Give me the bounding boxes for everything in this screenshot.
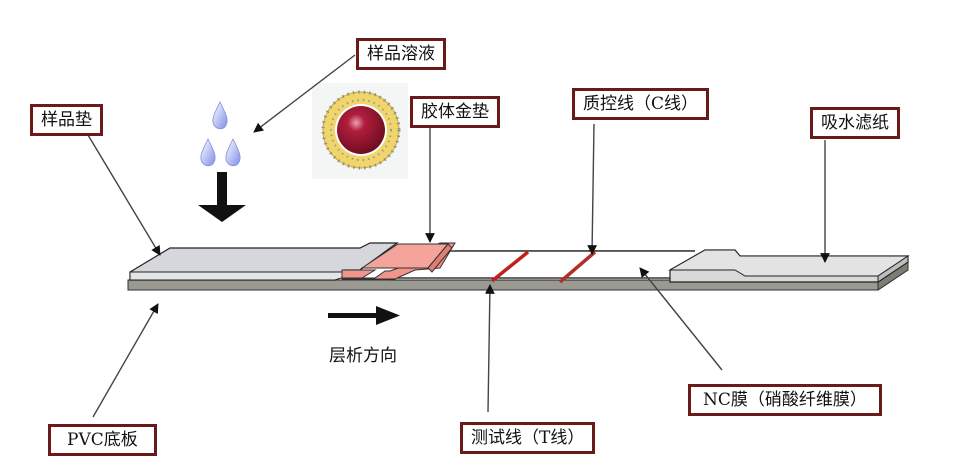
label-colloidal-gold-pad: 胶体金垫 (410, 96, 500, 128)
leader-control-line (587, 123, 598, 255)
droplet-icon (212, 101, 228, 130)
label-sample-pad: 样品垫 (30, 104, 103, 136)
leader-pvc-backing (92, 303, 159, 418)
colloidal-gold-pad (341, 242, 456, 280)
label-control-line: 质控线（C线） (572, 88, 710, 120)
droplet-icon (225, 138, 241, 167)
test-line-mark (490, 250, 530, 283)
control-line-mark (558, 250, 597, 284)
flow-direction-arrow-icon (328, 306, 400, 325)
down-arrow-icon (198, 172, 246, 222)
gold-nanoparticle-icon (312, 83, 408, 179)
droplet-icon (200, 138, 216, 167)
label-chromatography-direction: 层析方向 (329, 346, 397, 366)
leader-sample-solution (253, 54, 356, 133)
nc-membrane (389, 250, 707, 281)
label-sample-solution: 样品溶液 (356, 38, 446, 70)
leader-test-line (484, 284, 495, 413)
label-test-line: 测试线（T线） (460, 422, 596, 454)
leader-nc-membrane (639, 267, 723, 371)
sample-droplets (200, 101, 241, 167)
label-nc-membrane: NC膜（硝酸纤维膜） (688, 384, 882, 416)
leader-lines (87, 54, 830, 418)
sample-pad (129, 242, 399, 281)
label-pvc-backing: PVC底板 (48, 424, 157, 456)
label-absorbent-paper: 吸水滤纸 (810, 107, 900, 139)
absorbent-paper (668, 249, 910, 283)
leader-sample-pad (87, 134, 161, 256)
